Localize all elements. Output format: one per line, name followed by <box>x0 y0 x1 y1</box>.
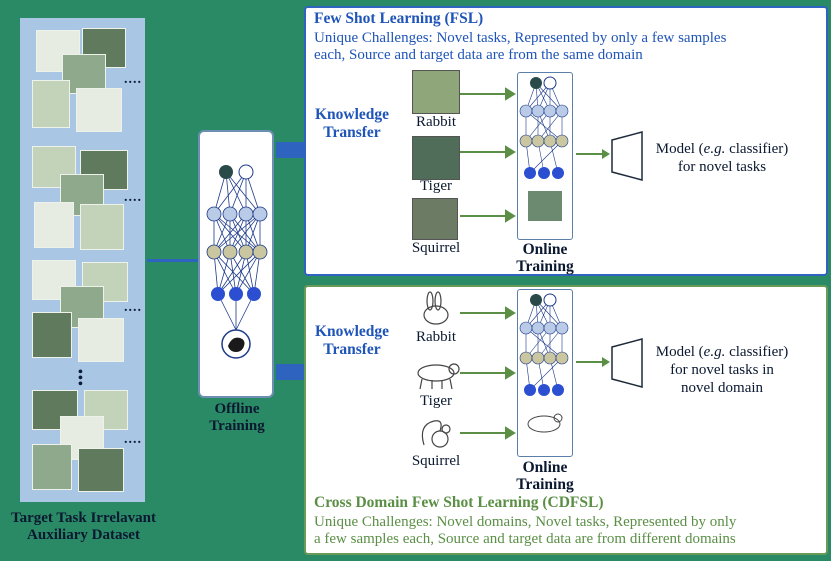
cdfsl-online-network <box>517 289 573 457</box>
cdfsl-sample-rabbit: Rabbit <box>416 329 456 345</box>
cdfsl-model-arrow <box>576 357 610 367</box>
cdfsl-model-label: Model (e.g. classifier) for novel tasks … <box>655 344 789 396</box>
cdfsl-title: Cross Domain Few Shot Learning (CDFSL) <box>314 494 604 511</box>
sheep-image-group: .... <box>32 260 141 368</box>
dataset-connector <box>147 259 198 262</box>
fsl-sample-rabbit: Rabbit <box>416 114 456 130</box>
auxiliary-dataset-panel: .... .... .... ••• .... <box>20 18 145 502</box>
squirrel-sketch <box>421 420 451 448</box>
fsl-sample-tiger: Tiger <box>420 178 452 194</box>
fsl-model-shape <box>611 131 643 181</box>
cdfsl-sample-arrows <box>460 306 516 440</box>
cat-image-group: .... <box>32 146 141 254</box>
fsl-online-network <box>517 72 573 240</box>
fsl-model-label: Model (e.g. classifier) for novel tasks <box>655 141 789 175</box>
fsl-model-arrow <box>576 149 610 159</box>
rabbit-sketch <box>423 291 449 325</box>
fsl-title: Few Shot Learning (FSL) <box>314 10 484 27</box>
panda-image-group: .... <box>32 390 141 498</box>
dog-image-group: .... <box>32 28 141 136</box>
cdfsl-sample-tiger: Tiger <box>420 393 452 409</box>
fsl-online-training-label: Online Training <box>516 241 574 275</box>
squirrel-photo <box>412 198 458 240</box>
dataset-caption: Target Task Irrelavant Auxiliary Dataset <box>10 510 157 543</box>
cdfsl-challenges: Unique Challenges: Novel domains, Novel … <box>314 514 737 547</box>
offline-network-box <box>198 130 274 398</box>
tiger-photo <box>412 136 460 180</box>
cdfsl-sample-squirrel: Squirrel <box>411 453 461 469</box>
fsl-challenges: Unique Challenges: Novel tasks, Represen… <box>314 30 727 63</box>
vertical-ellipsis: ••• <box>78 365 83 392</box>
cdfsl-online-training-label: Online Training <box>516 459 574 493</box>
cdfsl-model-shape <box>611 338 643 388</box>
rabbit-photo <box>412 70 460 114</box>
fsl-knowledge-transfer-label: Knowledge Transfer <box>314 106 390 141</box>
offline-training-caption: Offline Training <box>209 401 265 434</box>
fsl-sample-squirrel: Squirrel <box>411 240 461 256</box>
cdfsl-knowledge-transfer-label: Knowledge Transfer <box>314 323 390 358</box>
fsl-sample-arrows <box>460 87 516 223</box>
fsl-panel: Few Shot Learning (FSL) Unique Challenge… <box>304 6 828 276</box>
offline-network-diagram <box>206 164 268 359</box>
cdfsl-panel: Knowledge Transfer Rabbit Tiger Squirrel <box>304 285 828 555</box>
tiger-sketch <box>417 363 460 390</box>
